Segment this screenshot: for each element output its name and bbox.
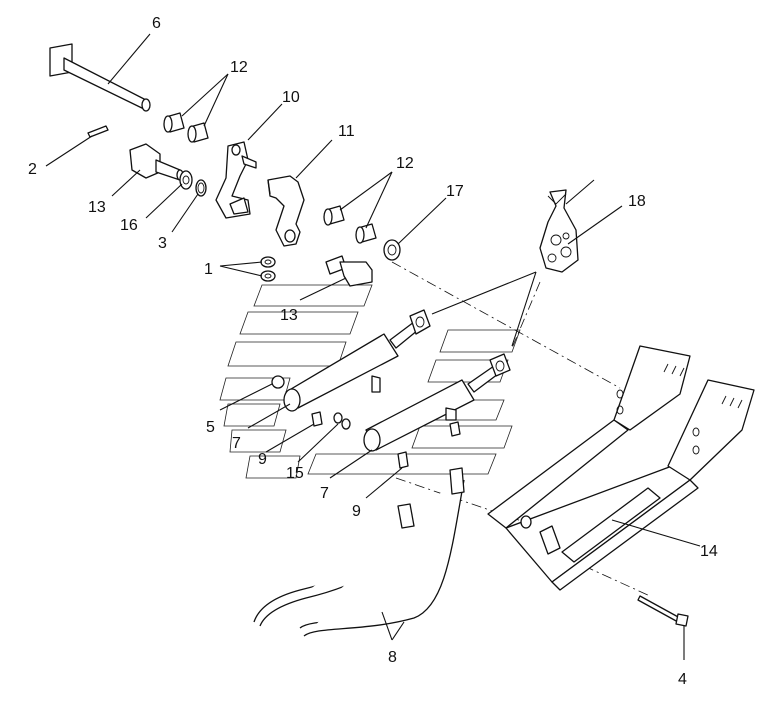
leader-lines (45, 33, 701, 660)
callout-5: 5 (206, 419, 215, 436)
callout-13-lower: 13 (280, 307, 298, 324)
part-1-nuts (260, 256, 276, 282)
callout-2: 2 (28, 161, 37, 178)
callout-12: 12 (230, 59, 248, 76)
part-12-bushings-lower (323, 205, 377, 244)
assembly-centerlines (391, 261, 651, 597)
part-14-mounting-bracket (487, 345, 755, 591)
callout-17: 17 (446, 183, 464, 200)
callout-labels: 6 12 10 2 11 13 16 3 12 17 18 1 13 5 7 9… (28, 15, 718, 688)
callout-3: 3 (158, 235, 167, 252)
callout-13: 13 (88, 199, 106, 216)
callout-15: 15 (286, 465, 304, 482)
callout-12-lower: 12 (396, 155, 414, 172)
part-10-bracket-lever (215, 141, 257, 219)
callout-7-lower: 7 (320, 485, 329, 502)
part-6-pin-with-plate (49, 43, 151, 112)
callout-9: 9 (258, 451, 267, 468)
part-17-washer (383, 239, 401, 261)
callout-14: 14 (700, 543, 718, 560)
callout-4: 4 (678, 671, 687, 688)
part-8-hoses (253, 467, 465, 637)
part-12-bushings-upper (163, 112, 209, 143)
part-2-cotter-pin (87, 125, 109, 138)
part-16-washer (179, 170, 193, 190)
part-3-ring (195, 179, 207, 197)
part-9-fittings (311, 411, 461, 469)
part-7-hydraulic-cylinder-lower (363, 353, 511, 452)
callout-6: 6 (152, 15, 161, 32)
part-11-arm (267, 175, 305, 247)
callout-8: 8 (388, 649, 397, 666)
callout-1: 1 (204, 261, 213, 278)
callout-16: 16 (120, 217, 138, 234)
part-7-hydraulic-cylinder-upper (283, 309, 431, 412)
part-13-pin-upper (129, 143, 184, 181)
callout-9-lower: 9 (352, 503, 361, 520)
callout-7: 7 (232, 435, 241, 452)
callout-10: 10 (282, 89, 300, 106)
callout-11: 11 (338, 123, 355, 140)
callout-18: 18 (628, 193, 646, 210)
part-13-pin-lower (325, 255, 373, 287)
part-18-hardware-bag (539, 189, 579, 273)
part-4-bolt (637, 595, 689, 627)
part-5-nut (271, 375, 285, 389)
part-15-washers (333, 412, 351, 430)
